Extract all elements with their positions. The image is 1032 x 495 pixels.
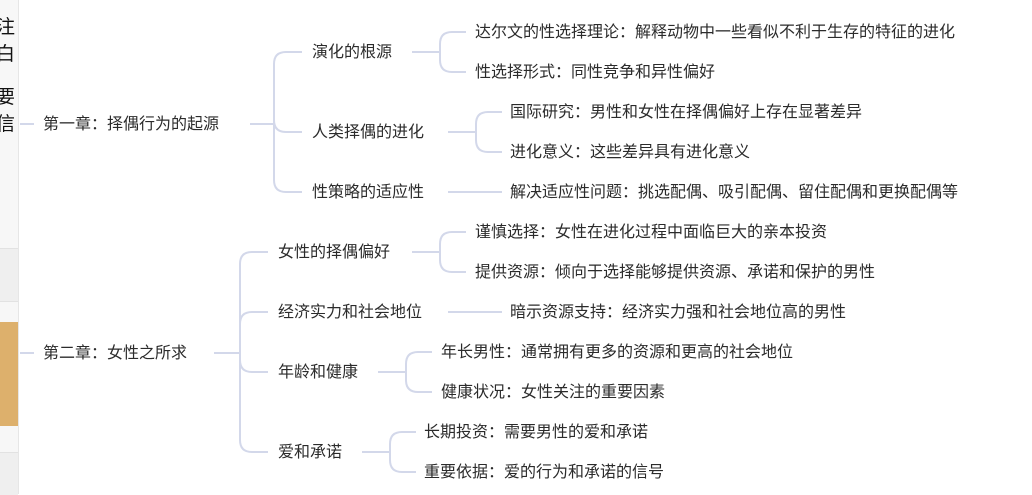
topic-node[interactable]: 性策略的适应性 bbox=[312, 182, 425, 201]
panel-divider bbox=[18, 0, 19, 494]
topic-node[interactable]: 经济实力和社会地位 bbox=[278, 302, 423, 321]
connector bbox=[439, 252, 466, 273]
connector bbox=[239, 353, 268, 373]
connector bbox=[239, 353, 268, 453]
connector bbox=[389, 431, 416, 452]
topic-node[interactable]: 女性的择偶偏好 bbox=[278, 242, 391, 261]
point-node[interactable]: 健康状况：女性关注的重要因素 bbox=[441, 382, 666, 401]
sidebar-card[interactable] bbox=[0, 248, 18, 302]
point-node[interactable]: 国际研究：男性和女性在择偶偏好上存在显著差异 bbox=[510, 102, 863, 121]
chapter-node[interactable]: 第一章：择偶行为的起源 bbox=[43, 114, 220, 133]
connector bbox=[273, 124, 302, 193]
sidebar-text-fragment: 要信 bbox=[0, 86, 16, 135]
sidebar-card[interactable] bbox=[0, 452, 18, 495]
point-node[interactable]: 进化意义：这些差异具有进化意义 bbox=[510, 142, 751, 161]
point-node[interactable]: 提供资源：倾向于选择能够提供资源、承诺和保护的男性 bbox=[475, 262, 876, 281]
point-node[interactable]: 重要依据：爱的行为和承诺的信号 bbox=[424, 462, 665, 481]
connector bbox=[239, 311, 268, 353]
point-node[interactable]: 年长男性：通常拥有更多的资源和更高的社会地位 bbox=[441, 342, 794, 361]
connector bbox=[405, 351, 432, 372]
point-node[interactable]: 谨慎选择：女性在进化过程中面临巨大的亲本投资 bbox=[475, 222, 828, 241]
connector bbox=[439, 31, 466, 52]
connector bbox=[439, 52, 466, 73]
point-node[interactable]: 解决适应性问题：挑选配偶、吸引配偶、留住配偶和更换配偶等 bbox=[510, 182, 959, 201]
connector bbox=[389, 452, 416, 473]
connector bbox=[273, 119, 302, 133]
topic-node[interactable]: 爱和承诺 bbox=[278, 442, 343, 461]
connector bbox=[239, 251, 268, 353]
point-node[interactable]: 暗示资源支持：经济实力强和社会地位高的男性 bbox=[510, 302, 847, 321]
sidebar-thumbnail[interactable] bbox=[0, 322, 18, 426]
topic-node[interactable]: 演化的根源 bbox=[312, 42, 393, 61]
connector bbox=[273, 51, 302, 124]
connector bbox=[439, 231, 466, 252]
point-node[interactable]: 性选择形式：同性竞争和异性偏好 bbox=[475, 62, 716, 81]
topic-node[interactable]: 年龄和健康 bbox=[278, 362, 359, 381]
point-node[interactable]: 长期投资：需要男性的爱和承诺 bbox=[424, 422, 649, 441]
point-node[interactable]: 达尔文的性选择理论：解释动物中一些看似不利于生存的特征的进化 bbox=[475, 22, 956, 41]
connector bbox=[475, 111, 502, 132]
left-sidebar-panel: 注白 要信 bbox=[0, 0, 18, 495]
sidebar-text-fragment: 注白 bbox=[0, 16, 16, 65]
topic-node[interactable]: 人类择偶的进化 bbox=[312, 122, 425, 141]
connector bbox=[405, 372, 432, 393]
chapter-node[interactable]: 第二章：女性之所求 bbox=[43, 343, 188, 362]
connector bbox=[475, 132, 502, 153]
